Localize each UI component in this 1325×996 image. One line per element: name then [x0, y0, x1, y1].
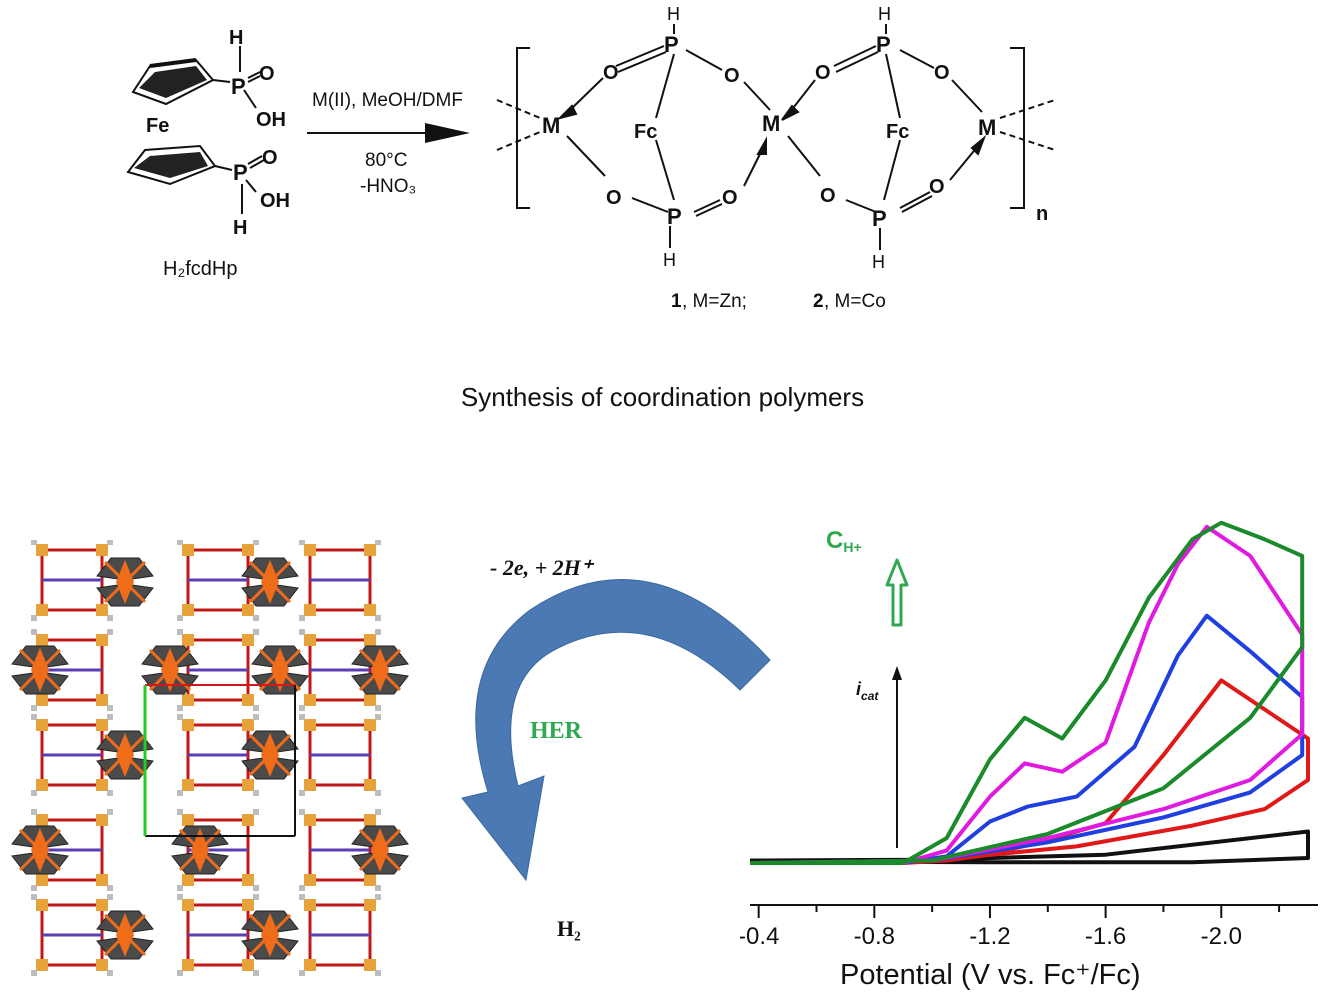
linker-frame	[31, 714, 113, 796]
upper-oh-group: OH	[256, 109, 286, 131]
curved-process-arrow	[461, 579, 771, 882]
polymer-p-top-left: P	[664, 32, 679, 57]
her-process	[461, 579, 771, 882]
lower-oh-group: OH	[260, 190, 290, 212]
polymer-metal-right: M	[978, 115, 996, 140]
polymer-p-bottom-right: P	[872, 206, 887, 231]
ferrocene-unit	[141, 645, 199, 695]
x-tick-label: -0.8	[854, 923, 895, 950]
ferrocene-unit	[11, 645, 69, 695]
electron-transfer-label: - 2e, + 2H⁺	[490, 555, 593, 580]
linker-frame	[299, 540, 381, 621]
x-tick-label: -0.4	[740, 923, 779, 950]
polymer-o-2: O	[724, 65, 740, 87]
linker-frame	[177, 714, 259, 796]
ferrocene-unit	[96, 730, 154, 780]
lower-o-atom: O	[262, 147, 278, 169]
lower-p-atom: P	[233, 160, 248, 185]
polymer-metal-center: M	[762, 111, 780, 136]
ferrocene-unit	[251, 645, 309, 695]
polymer-metal-left: M	[542, 113, 560, 138]
polymer-repeat-n: n	[1036, 203, 1048, 225]
reaction-arrow	[307, 123, 470, 143]
ferrocene-unit	[241, 730, 299, 780]
polymer-brackets	[516, 47, 1025, 209]
polymer-o-3: O	[606, 187, 622, 209]
upper-phosphinic-group	[239, 46, 261, 109]
compound-2-number: 2	[813, 291, 824, 312]
polymer-h-top-right: H	[878, 4, 891, 24]
linker-frame	[177, 894, 259, 976]
polymer-h-bottom-left: H	[663, 250, 676, 270]
linker-frame	[177, 629, 259, 711]
cv-series-1	[749, 678, 1310, 865]
polymer-p-top-right: P	[876, 32, 891, 57]
iron-label: Fe	[146, 115, 169, 137]
synthesis-scheme: H P O OH Fe P O OH H H₂fcdHp M(II), MeOH…	[126, 4, 1056, 312]
cv-series-3	[749, 524, 1305, 865]
cv-curves	[749, 520, 1310, 865]
polymer-o-7: O	[820, 185, 836, 207]
ligand-name: H₂fcdHp	[163, 258, 237, 280]
lower-phosphinic-group	[241, 155, 265, 214]
polymer-o-6: O	[934, 62, 950, 84]
polymer-o-5: O	[815, 62, 831, 84]
linker-frame	[299, 629, 381, 711]
lower-h-atom: H	[233, 217, 247, 239]
concentration-arrow	[885, 558, 909, 627]
cv-chart: -0.4 -0.8 -1.2 -1.6 -2.0 Potential (V vs. Fc…	[740, 520, 1318, 991]
polymer-bonds	[496, 24, 1056, 250]
ferrocene-unit	[96, 557, 154, 607]
h2-product-label: H₂	[557, 916, 581, 941]
icat-label: icat	[856, 679, 879, 703]
polymer-fc-left: Fc	[634, 121, 657, 143]
icat-arrow	[892, 666, 902, 848]
crystal-packing-image	[11, 540, 409, 976]
ferrocene-unit	[351, 825, 409, 875]
x-tick-label: -1.2	[969, 923, 1010, 950]
linker-frame	[299, 809, 381, 891]
ferrocene-unit	[11, 825, 69, 875]
cv-series-2	[749, 613, 1305, 865]
linker-frame	[299, 714, 381, 796]
ferrocene-unit	[241, 910, 299, 960]
her-label: HER	[530, 718, 583, 744]
linker-frame	[299, 894, 381, 976]
linker-frame	[177, 809, 259, 891]
cv-series-4	[749, 520, 1305, 865]
compound-2-label: , M=Co	[824, 291, 886, 312]
polymer-o-8: O	[929, 176, 945, 198]
x-tick-label: -1.6	[1085, 923, 1126, 950]
unit-cell	[143, 684, 296, 837]
acid-concentration-label: CH+	[826, 527, 862, 555]
polymer-o-4: O	[722, 187, 738, 209]
upper-o-atom: O	[259, 63, 275, 85]
polymer-fc-right: Fc	[886, 121, 909, 143]
x-axis-ticks: -0.4 -0.8 -1.2 -1.6 -2.0	[740, 905, 1281, 950]
polymer-o-1: O	[603, 62, 619, 84]
reaction-conditions: M(II), MeOH/DMF	[312, 90, 463, 111]
x-tick-label: -2.0	[1201, 923, 1242, 950]
upper-p-atom: P	[231, 74, 246, 99]
polymer-p-bottom-left: P	[667, 204, 682, 229]
ferrocene-unit	[241, 557, 299, 607]
upper-cp-ring	[131, 58, 231, 106]
ferrocene-unit	[351, 645, 409, 695]
reaction-temperature: 80°C	[365, 150, 407, 171]
compound-1-number: 1	[671, 291, 682, 312]
polymer-h-bottom-right: H	[872, 252, 885, 272]
linker-frame	[31, 540, 113, 621]
upper-h-atom: H	[229, 27, 243, 49]
linker-frame	[177, 540, 259, 621]
compound-1-label: , M=Zn;	[682, 291, 747, 312]
linker-frame	[31, 894, 113, 976]
reaction-byproduct: -HNO₃	[360, 176, 416, 197]
polymer-h-top-left: H	[667, 4, 680, 24]
figure-caption: Synthesis of coordination polymers	[460, 382, 865, 412]
x-axis-label: Potential (V vs. Fc⁺/Fc)	[840, 959, 1141, 991]
ferrocene-unit	[96, 910, 154, 960]
ferrocene-unit	[171, 825, 229, 875]
lower-cp-ring	[126, 144, 233, 186]
